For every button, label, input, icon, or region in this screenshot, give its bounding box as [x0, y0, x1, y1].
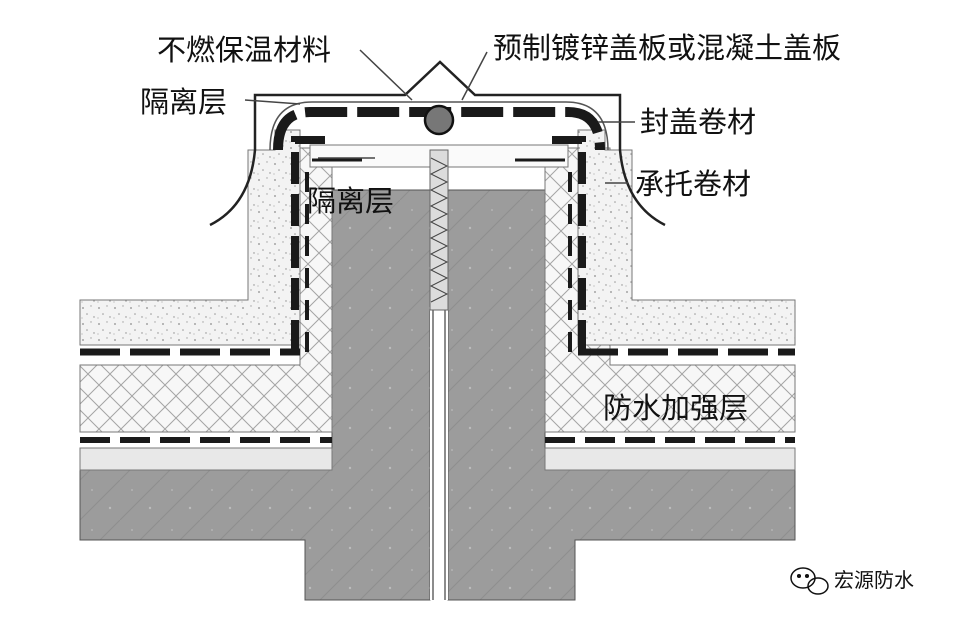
label-seal-membrane: 封盖卷材: [640, 105, 756, 139]
label-reinforce-layer: 防水加强层: [603, 391, 748, 425]
label-insulation: 不燃保温材料: [157, 33, 331, 67]
wechat-icon: [790, 567, 829, 595]
backer-rod: [423, 104, 455, 136]
label-cover-plate: 预制镀锌盖板或混凝土盖板: [493, 31, 841, 65]
label-support-membrane: 承托卷材: [635, 167, 751, 201]
upstand-membrane: [291, 136, 586, 352]
label-isolation-inner: 隔离层: [307, 184, 394, 218]
leader-lines: [244, 49, 635, 184]
screed-layer: [79, 447, 796, 471]
joint-filler: [423, 104, 455, 311]
label-isolation-top: 隔离层: [140, 85, 227, 119]
watermark-text: 宏源防水: [834, 568, 914, 592]
watermark: 宏源防水: [790, 567, 914, 595]
cover-plate: [209, 60, 666, 227]
protective-mortar: [79, 129, 796, 346]
